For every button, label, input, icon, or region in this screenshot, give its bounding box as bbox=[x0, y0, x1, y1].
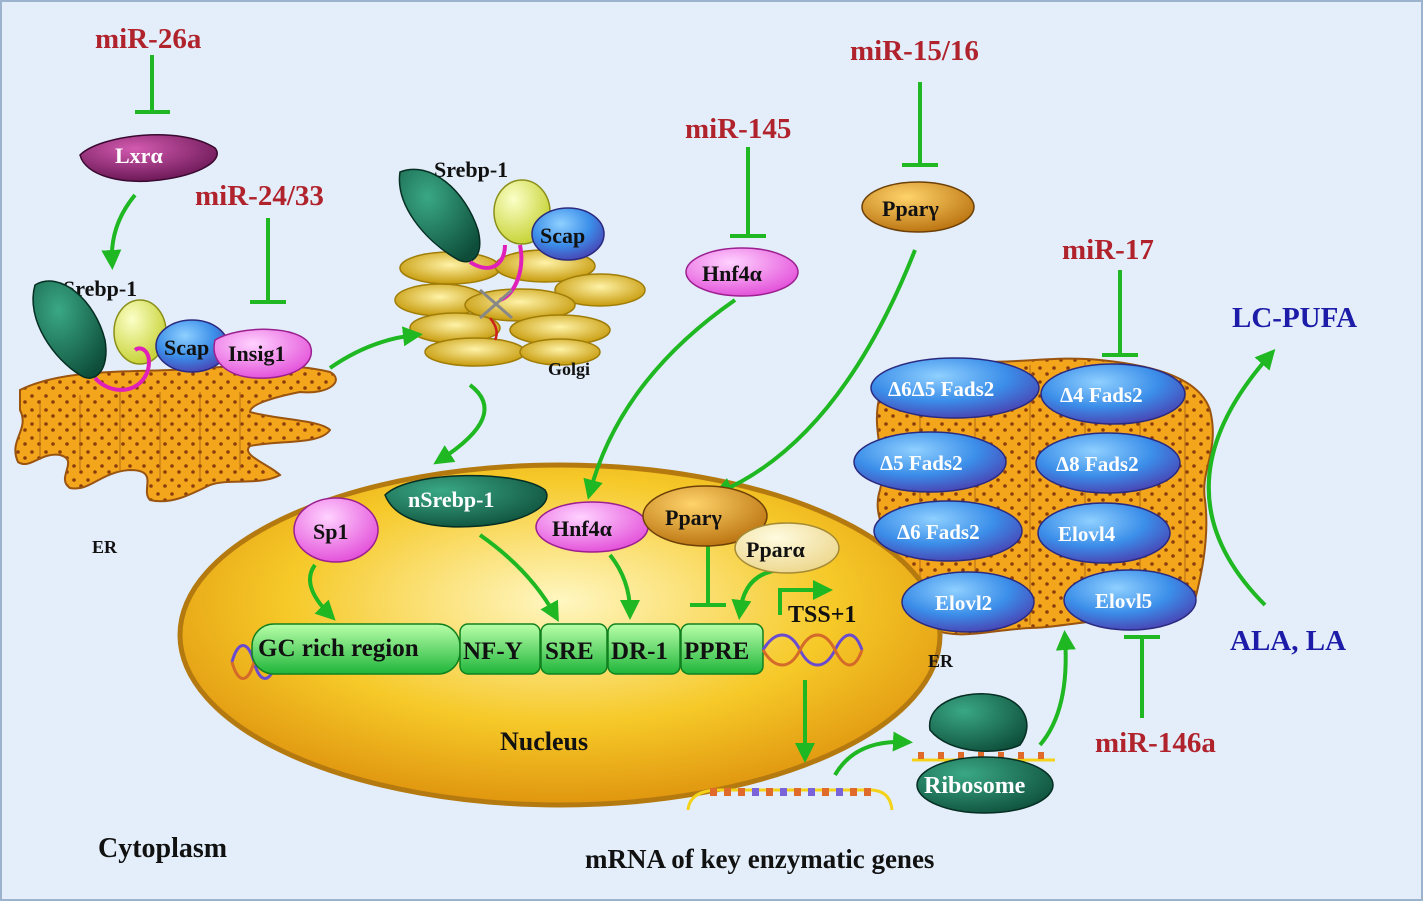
enzyme-d8-label: Δ8 Fads2 bbox=[1056, 452, 1139, 476]
inhibit-mir26a bbox=[135, 55, 170, 114]
enzyme-elovl2: Elovl2 bbox=[901, 571, 1035, 633]
enzyme-elovl2-label: Elovl2 bbox=[935, 591, 992, 615]
mirna-label-24-33: miR-24/33 bbox=[195, 180, 324, 212]
ppara-label: Pparα bbox=[746, 537, 805, 562]
inhibition-lines bbox=[135, 55, 1160, 718]
dr1-label: DR-1 bbox=[611, 638, 668, 665]
enzyme-d4-label: Δ4 Fads2 bbox=[1060, 383, 1143, 407]
arrow-tss bbox=[778, 580, 833, 615]
enzyme-d6d5-label: Δ6Δ5 Fads2 bbox=[888, 377, 994, 401]
mirna-label-26a: miR-26a bbox=[95, 23, 202, 55]
mirna-label-145: miR-145 bbox=[685, 113, 791, 145]
arrow-ppary-into-nucleus bbox=[712, 249, 917, 497]
hnf4a-cyto-label: Hnf4α bbox=[702, 261, 763, 286]
golgi-label: Golgi bbox=[548, 359, 590, 379]
ppara-protein: Pparα bbox=[734, 522, 840, 574]
enzyme-d4-fads2: Δ4 Fads2 bbox=[1040, 363, 1186, 425]
mrna-label: mRNA of key enzymatic genes bbox=[585, 844, 934, 874]
arrow-lxra-to-srebp bbox=[101, 193, 137, 270]
mirna-label-146a: miR-146a bbox=[1095, 727, 1216, 759]
inhibit-mir146a bbox=[1124, 635, 1160, 718]
lxra-label: Lxrα bbox=[115, 143, 163, 168]
enzyme-elovl4: Elovl4 bbox=[1037, 502, 1171, 564]
er-left bbox=[14, 364, 337, 503]
inhibit-ppary-to-ppre bbox=[690, 545, 726, 607]
mrna-strand bbox=[686, 788, 894, 811]
enzyme-d5-fads2: Δ5 Fads2 bbox=[853, 431, 1007, 493]
hnf4a-nuc-label: Hnf4α bbox=[552, 516, 613, 541]
arrow-hnf4a-into-nucleus bbox=[583, 298, 737, 500]
nsrebp1-label: nSrebp-1 bbox=[408, 487, 494, 512]
arrow-er-to-golgi bbox=[328, 326, 423, 370]
lcpufa-label: LC-PUFA bbox=[1232, 302, 1357, 334]
scap-er-label: Scap bbox=[164, 335, 209, 360]
nfy-label: NF-Y bbox=[463, 638, 523, 665]
dna-helix-right bbox=[761, 633, 864, 667]
er-left-label: ER bbox=[92, 537, 118, 557]
hnf4a-nuc-protein: Hnf4α bbox=[535, 501, 649, 553]
sp1-protein: Sp1 bbox=[293, 497, 379, 563]
ppary-nuc-label: Pparγ bbox=[665, 505, 722, 530]
golgi-apparatus bbox=[394, 249, 646, 367]
srebp-complex-er: Srebp-1 Scap Insig1 bbox=[32, 276, 313, 392]
gc-rich-label: GC rich region bbox=[258, 635, 419, 662]
ppary-cyto-label: Pparγ bbox=[882, 196, 939, 221]
mirna-label-15-16: miR-15/16 bbox=[850, 35, 979, 67]
arrow-hnf4a-to-dr1 bbox=[608, 553, 640, 620]
enzyme-d8-fads2: Δ8 Fads2 bbox=[1035, 432, 1181, 494]
arrow-sp1-to-gc bbox=[308, 563, 336, 621]
sre-box bbox=[540, 623, 608, 675]
enzyme-d6-fads2: Δ6 Fads2 bbox=[873, 500, 1023, 562]
tss-label: TSS+1 bbox=[788, 602, 856, 628]
ppre-label: PPRE bbox=[684, 638, 749, 665]
inhibit-mir145 bbox=[730, 147, 766, 238]
arrow-mrna-to-ribosome bbox=[833, 731, 913, 777]
ribosome-label: Ribosome bbox=[924, 773, 1026, 799]
arrow-golgi-to-nucleus bbox=[433, 383, 487, 465]
er-right-label: ER bbox=[928, 651, 954, 671]
nsrebp1-protein: nSrebp-1 bbox=[384, 474, 548, 528]
cytoplasm-label: Cytoplasm bbox=[98, 833, 227, 864]
arrow-alala-to-lcpufa bbox=[1206, 349, 1276, 607]
srebp-complex-golgi: Srebp-1 Scap Golgi bbox=[398, 157, 605, 379]
enzyme-d6d5-fads2: Δ6Δ5 Fads2 bbox=[870, 357, 1040, 419]
insig1-label: Insig1 bbox=[228, 341, 285, 366]
inhibit-mir17 bbox=[1102, 270, 1138, 357]
arrow-nsrebp-to-sre bbox=[478, 533, 559, 622]
hnf4a-cyto-protein: Hnf4α bbox=[685, 247, 799, 297]
arrow-ribosome-to-er bbox=[1038, 630, 1076, 747]
dr1-box bbox=[607, 623, 681, 675]
sp1-label: Sp1 bbox=[313, 519, 348, 544]
enzyme-d6-label: Δ6 Fads2 bbox=[897, 520, 980, 544]
mirna-labels: miR-26a miR-24/33 miR-145 miR-15/16 miR-… bbox=[95, 23, 1216, 759]
scap-golgi-label: Scap bbox=[540, 223, 585, 248]
enzyme-d5-label: Δ5 Fads2 bbox=[880, 451, 963, 475]
nucleus-label: Nucleus bbox=[500, 727, 588, 756]
mirna-label-17: miR-17 bbox=[1062, 234, 1154, 266]
inhibit-mir2433 bbox=[250, 218, 286, 304]
alala-label: ALA, LA bbox=[1230, 625, 1346, 657]
lxra-protein: Lxrα bbox=[79, 134, 218, 182]
enzyme-elovl5: Elovl5 bbox=[1063, 569, 1197, 631]
ribosome: Ribosome bbox=[912, 693, 1055, 814]
nfy-box bbox=[459, 623, 541, 675]
inhibit-mir1516 bbox=[902, 82, 938, 167]
ppary-nuc-protein: Pparγ bbox=[642, 485, 768, 547]
enzyme-elovl5-label: Elovl5 bbox=[1095, 589, 1152, 613]
srebp1-golgi-label: Srebp-1 bbox=[434, 157, 508, 182]
promoter-region: GC rich region NF-Y SRE DR-1 PPRE TSS+1 bbox=[230, 602, 864, 680]
enzymes: Δ6Δ5 Fads2 Δ5 Fads2 Δ6 Fads2 Elovl2 Δ4 F… bbox=[853, 357, 1197, 633]
ppary-cyto-protein: Pparγ bbox=[861, 181, 975, 233]
enzyme-elovl4-label: Elovl4 bbox=[1058, 522, 1116, 546]
sre-label: SRE bbox=[545, 638, 594, 665]
